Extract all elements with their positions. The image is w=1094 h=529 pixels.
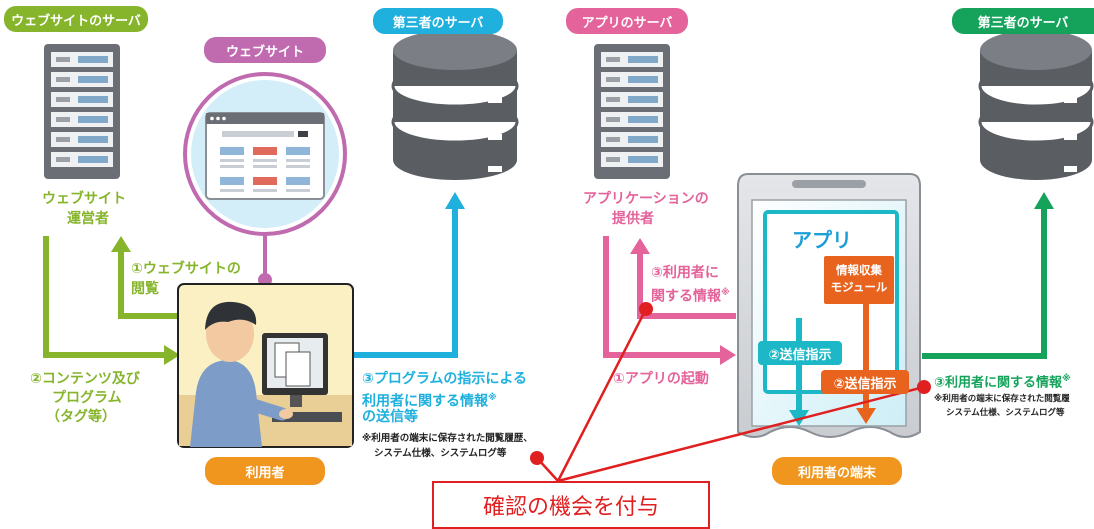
- third-party-server-right-pill: 第三者のサーバ: [952, 8, 1094, 34]
- pink-flow-arrows: [603, 236, 736, 365]
- app-title: アプリ: [792, 228, 852, 252]
- device-pill: 利用者の端末: [772, 457, 902, 485]
- left-note-line2: システム仕様、システムログ等: [374, 448, 507, 459]
- dark-green-flow-arrow: [922, 192, 1054, 359]
- step3-pink-mark: ※: [721, 288, 730, 298]
- operator-label-line1: ウェブサイト: [42, 191, 126, 207]
- right-note-line2: システム仕様、システムログ等: [946, 408, 1065, 418]
- user-pill: 利用者: [205, 457, 325, 485]
- step3-note-mark: ※: [488, 393, 497, 403]
- step1-label-line1: ①ウェブサイトの: [131, 261, 241, 277]
- third-party-database-icon: [391, 30, 519, 180]
- user-at-computer-illustration: [177, 283, 354, 448]
- module-label-line2: モジュール: [830, 280, 888, 294]
- send-instruction-left-badge: ②送信指示: [758, 341, 842, 365]
- blue-flow-arrow: [352, 192, 465, 358]
- website-server-pill: ウェブサイトのサーバ: [4, 6, 148, 32]
- step3-green-label: ③利用者に関する情報※: [934, 370, 1071, 392]
- provider-label-line2: 提供者: [612, 211, 654, 227]
- right-note-line1: ※利用者の端末に保存された閲覧履: [934, 394, 1070, 404]
- step3-pink-line2: 関する情報※: [651, 284, 730, 306]
- step3-label-text: 利用者に関する情報: [362, 393, 488, 410]
- green-flow-arrows: [43, 236, 180, 365]
- website-pill: ウェブサイト: [204, 37, 326, 63]
- module-label-line1: 情報収集: [836, 263, 882, 277]
- third-party-database-right-icon: [978, 30, 1094, 180]
- send-instruction-right-badge: ②送信指示: [821, 370, 909, 394]
- website-browser-icon: [183, 72, 347, 287]
- step1-launch-label: ①アプリの起動: [613, 371, 709, 387]
- step3-pink-text: 関する情報: [651, 288, 721, 305]
- operator-label-line2: 運営者: [67, 211, 109, 227]
- third-party-server-pill: 第三者のサーバ: [373, 8, 503, 34]
- step3-green-text: ③利用者に関する情報: [934, 375, 1063, 391]
- step3-label-line2: 利用者に関する情報※: [362, 389, 497, 411]
- step3-label-line1: ③プログラムの指示による: [362, 371, 528, 387]
- app-server-rack-icon: [594, 44, 670, 179]
- step2-label-line2: プログラム: [52, 390, 122, 406]
- provider-label-line1: アプリケーションの: [583, 191, 709, 207]
- left-note-line1: ※利用者の端末に保存された閲覧履歴、: [362, 433, 533, 444]
- step3-label-line3: の送信等: [362, 409, 418, 425]
- app-server-pill: アプリのサーバ: [566, 8, 688, 34]
- step2-label-line1: ②コンテンツ及び: [30, 371, 140, 387]
- user-device-illustration: [737, 173, 921, 438]
- website-server-rack-icon: [44, 44, 120, 179]
- step1-label-line2: 閲覧: [131, 281, 159, 297]
- confirmation-callout: 確認の機会を付与: [432, 481, 710, 529]
- step2-label-line3: （タグ等）: [46, 409, 116, 425]
- step3-pink-line1: ③利用者に: [651, 265, 719, 281]
- red-callout-lines: [530, 302, 931, 483]
- step3-green-mark: ※: [1062, 374, 1071, 384]
